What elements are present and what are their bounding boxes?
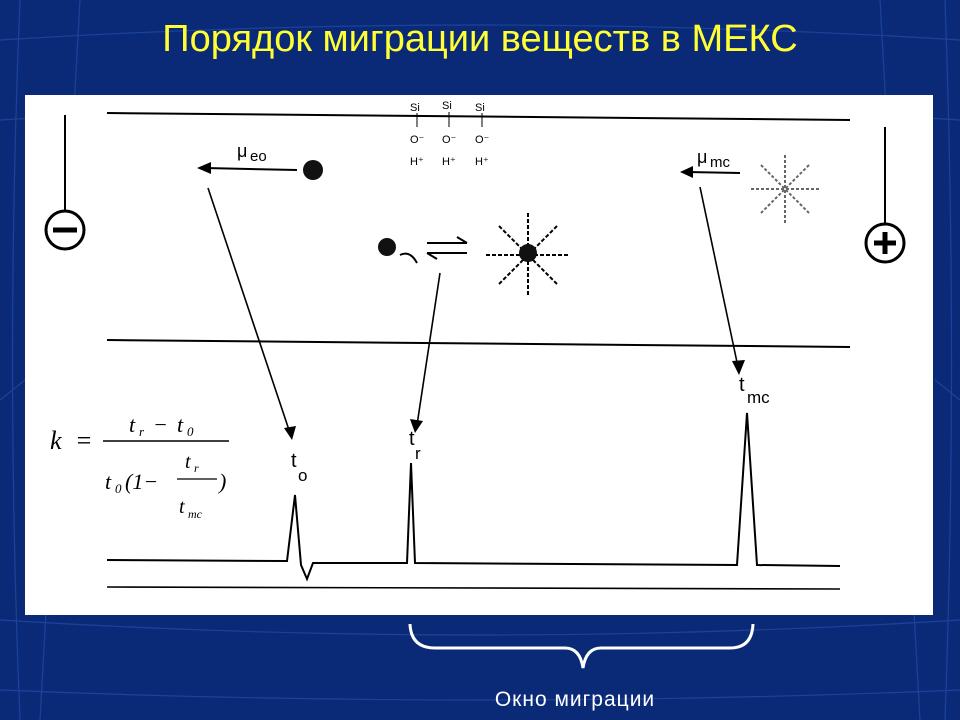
svg-text:t: t [739, 374, 745, 396]
positive-electrode-icon [864, 222, 906, 264]
svg-text:o: o [298, 466, 307, 485]
peak-label-tmc: t mc [739, 374, 770, 407]
silanol-group-2: Si O⁻ H⁺ [442, 100, 457, 168]
mc-mobility-arrow: μ mc [680, 147, 741, 178]
svg-text:mc: mc [188, 507, 203, 521]
svg-text:0: 0 [187, 424, 194, 439]
svg-text:t: t [129, 412, 136, 437]
diagram-panel: Si O⁻ H⁺ Si O⁻ H⁺ Si O⁻ H⁺ μ eo [25, 95, 933, 615]
t0-pointer-arrow [207, 187, 296, 440]
tmc-pointer-arrow [699, 186, 745, 375]
svg-text:=: = [75, 426, 93, 455]
svg-text:Si: Si [475, 102, 485, 114]
peak-label-tr: t r [409, 428, 421, 463]
silanol-group-1: Si O⁻ H⁺ [410, 102, 425, 168]
eo-mobility-arrow: μ eo [197, 141, 298, 174]
negative-electrode-icon [44, 209, 86, 251]
svg-text:(1−: (1− [125, 469, 158, 494]
slide-title: Порядок миграции веществ в МЕКС [162, 18, 798, 60]
svg-text:O⁻: O⁻ [475, 134, 490, 146]
svg-text:r: r [415, 444, 421, 463]
migration-window-brace [408, 623, 755, 669]
svg-text:t: t [291, 450, 297, 472]
svg-text:H⁺: H⁺ [475, 156, 489, 168]
capillary-diagram: Si O⁻ H⁺ Si O⁻ H⁺ Si O⁻ H⁺ μ eo [44, 100, 906, 590]
svg-text:μ: μ [237, 141, 247, 161]
silanol-group-3: Si O⁻ H⁺ [475, 102, 490, 168]
svg-text:t: t [105, 469, 112, 494]
baseline-axis [106, 586, 841, 590]
tr-pointer-arrow [410, 272, 441, 433]
svg-text:k: k [50, 426, 62, 455]
svg-text:mc: mc [747, 388, 770, 407]
svg-text:H⁺: H⁺ [442, 156, 456, 168]
retention-factor-formula: k = t r − t 0 t 0 (1− t r t mc ) [50, 412, 229, 521]
svg-text:r: r [194, 461, 199, 475]
svg-text:): ) [217, 469, 226, 494]
svg-text:mc: mc [710, 154, 730, 171]
neutral-molecule-icon [303, 160, 323, 180]
svg-text:t: t [179, 496, 185, 518]
svg-text:0: 0 [115, 481, 122, 496]
svg-text:O⁻: O⁻ [442, 134, 457, 146]
equilibrium-arrows-icon [426, 236, 468, 260]
svg-text:−: − [153, 412, 168, 437]
svg-text:eo: eo [250, 148, 267, 165]
svg-text:t: t [177, 412, 184, 437]
svg-text:Si: Si [410, 102, 420, 114]
analyte-molecule-icon [378, 238, 396, 256]
svg-text:μ: μ [697, 147, 707, 167]
svg-text:t: t [409, 428, 415, 450]
svg-text:t: t [185, 451, 191, 473]
peak-label-t0: t o [291, 450, 307, 485]
svg-text:r: r [139, 424, 145, 439]
micelle-icon [751, 155, 819, 223]
svg-text:Si: Si [442, 100, 452, 112]
migration-window-caption: Окно миграции [494, 688, 656, 711]
svg-text:H⁺: H⁺ [410, 156, 424, 168]
capillary-top-wall [106, 112, 851, 121]
capillary-bottom-wall [106, 339, 851, 348]
svg-text:O⁻: O⁻ [410, 134, 425, 146]
electropherogram-trace [106, 412, 841, 582]
